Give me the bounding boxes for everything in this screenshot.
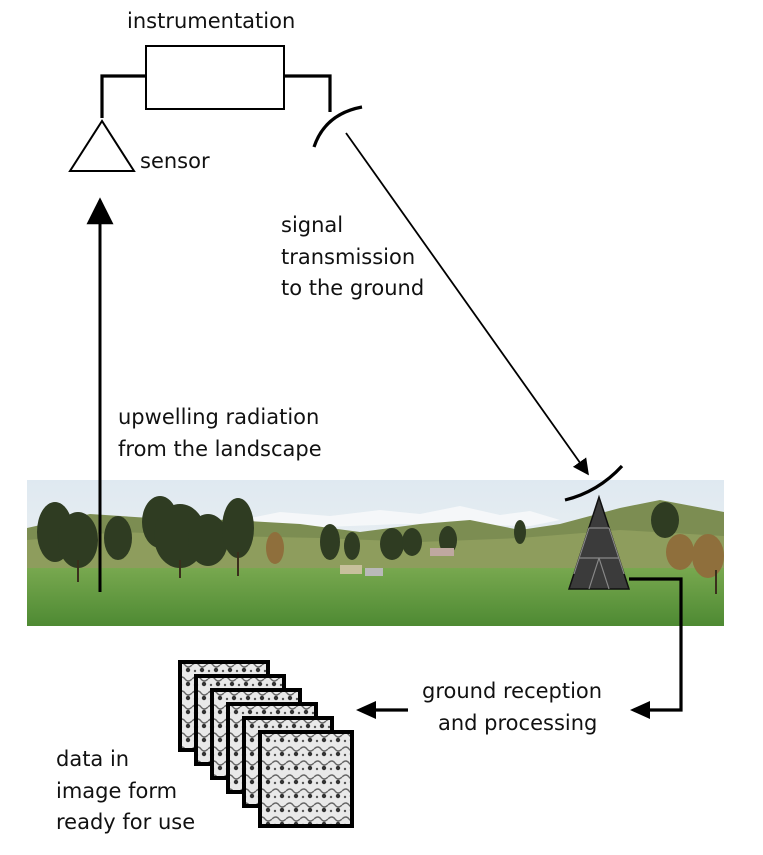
signal-transmission-arrow	[345, 132, 589, 476]
ground-reception-label: ground reception and processing	[422, 679, 603, 735]
sensor-icon	[68, 119, 136, 172]
image-stack-icon	[178, 660, 354, 828]
data-image-form-label: data in image form ready for use	[56, 747, 196, 834]
processing-arrowhead	[630, 701, 650, 719]
upwelling-radiation-label: upwelling radiation from the landscape	[118, 405, 322, 461]
landscape-photo	[27, 480, 724, 626]
signal-transmission-label: signal transmission to the ground	[281, 213, 425, 300]
ground-station-tower-icon	[564, 464, 631, 590]
to-images-arrowhead	[356, 701, 376, 719]
instrumentation-label: instrumentation	[127, 9, 296, 33]
instrumentation-wire-right	[284, 74, 332, 112]
sensor-label: sensor	[140, 149, 210, 173]
ground-processing-wire	[629, 577, 683, 712]
instrumentation-box	[145, 45, 285, 110]
antenna-dish-icon	[312, 105, 363, 148]
instrumentation-wire-left	[100, 74, 146, 118]
